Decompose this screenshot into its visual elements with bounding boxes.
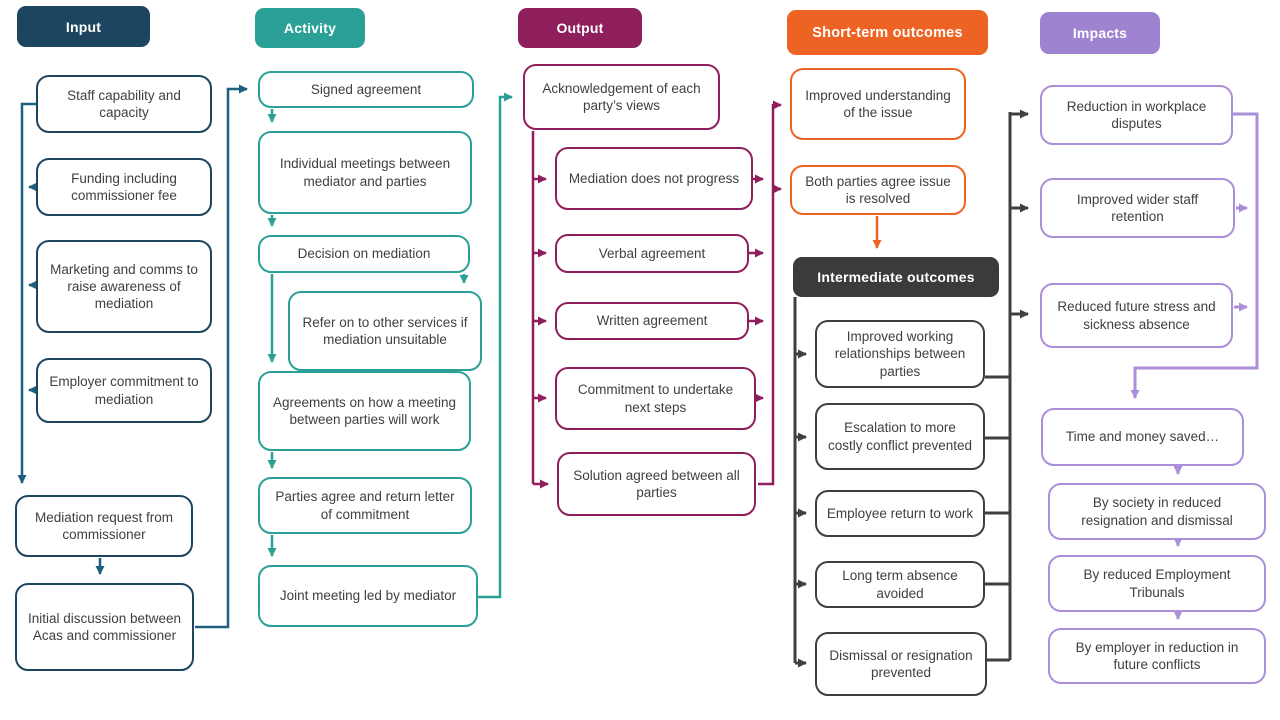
intermediate-outcomes-header: Intermediate outcomes [793,257,999,297]
activity-box-signed-agreement: Signed agreement [258,71,474,108]
impacts-box-by-society: By society in reduced resignation and di… [1048,483,1266,540]
input-box-mediation-request: Mediation request from commissioner [15,495,193,557]
short-term-outcomes-header: Short-term outcomes [787,10,988,55]
impacts-column-header: Impacts [1040,12,1160,54]
activity-connectors [267,92,513,599]
activity-box-joint-meeting: Joint meeting led by mediator [258,565,478,627]
input-box-employer-commitment: Employer commitment to mediation [36,358,212,423]
impacts-box-workplace-disputes: Reduction in workplace disputes [1040,85,1233,145]
intermediate-box-escalation-prevented: Escalation to more costly conflict preve… [815,403,985,470]
input-box-staff-capability: Staff capability and capacity [36,75,212,133]
output-connectors [531,100,782,489]
intermediate-box-return-to-work: Employee return to work [815,490,985,537]
activity-box-letter-of-commitment: Parties agree and return letter of commi… [258,477,472,534]
intermediate-box-working-relationships: Improved working relationships between p… [815,320,985,388]
intermediate-connectors [793,109,1029,668]
input-connectors [17,84,248,629]
activity-box-refer-on: Refer on to other services if mediation … [288,291,482,371]
output-box-does-not-progress: Mediation does not progress [555,147,753,210]
short-term-box-improved-understanding: Improved understanding of the issue [790,68,966,140]
input-box-marketing-comms: Marketing and comms to raise awareness o… [36,240,212,333]
activity-box-agreements-meeting: Agreements on how a meeting between part… [258,371,471,451]
impacts-connectors [1130,112,1259,620]
activity-box-individual-meetings: Individual meetings between mediator and… [258,131,472,214]
short-term-box-issue-resolved: Both parties agree issue is resolved [790,165,966,215]
output-box-verbal-agreement: Verbal agreement [555,234,749,273]
intermediate-box-dismissal-prevented: Dismissal or resignation prevented [815,632,987,696]
output-box-written-agreement: Written agreement [555,302,749,340]
intermediate-box-absence-avoided: Long term absence avoided [815,561,985,608]
impacts-box-stress-sickness: Reduced future stress and sickness absen… [1040,283,1233,348]
activity-column-header: Activity [255,8,365,48]
impacts-box-by-employer: By employer in reduction in future confl… [1048,628,1266,684]
input-box-funding: Funding including commissioner fee [36,158,212,216]
output-column-header: Output [518,8,642,48]
output-box-solution-agreed: Solution agreed between all parties [557,452,756,516]
impacts-box-time-money-saved: Time and money saved… [1041,408,1244,466]
input-column-header: Input [17,6,150,47]
output-box-acknowledgement: Acknowledgement of each party’s views [523,64,720,130]
impacts-box-employment-tribunals: By reduced Employment Tribunals [1048,555,1266,612]
output-box-next-steps: Commitment to undertake next steps [555,367,756,430]
impacts-box-staff-retention: Improved wider staff retention [1040,178,1235,238]
activity-box-decision-on-mediation: Decision on mediation [258,235,470,273]
input-box-initial-discussion: Initial discussion between Acas and comm… [15,583,194,671]
